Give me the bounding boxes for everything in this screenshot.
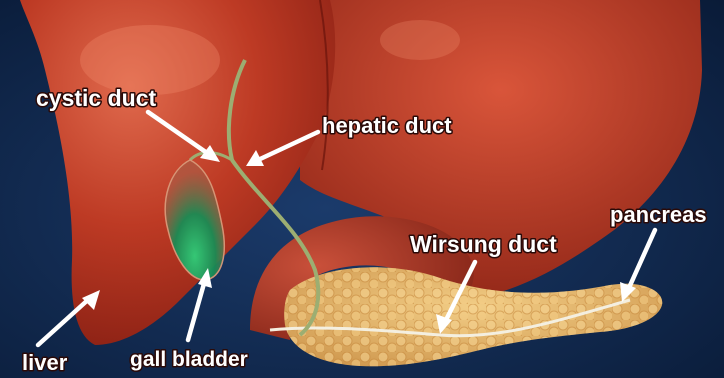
label-pancreas: pancreas <box>610 202 707 227</box>
label-wirsung-duct: Wirsung duct <box>410 231 557 257</box>
liver-highlight-2 <box>380 20 460 60</box>
label-gall-bladder: gall bladder <box>130 348 248 371</box>
label-liver: liver <box>22 350 68 375</box>
label-hepatic-duct: hepatic duct <box>322 113 452 138</box>
label-cystic-duct: cystic duct <box>36 85 156 111</box>
